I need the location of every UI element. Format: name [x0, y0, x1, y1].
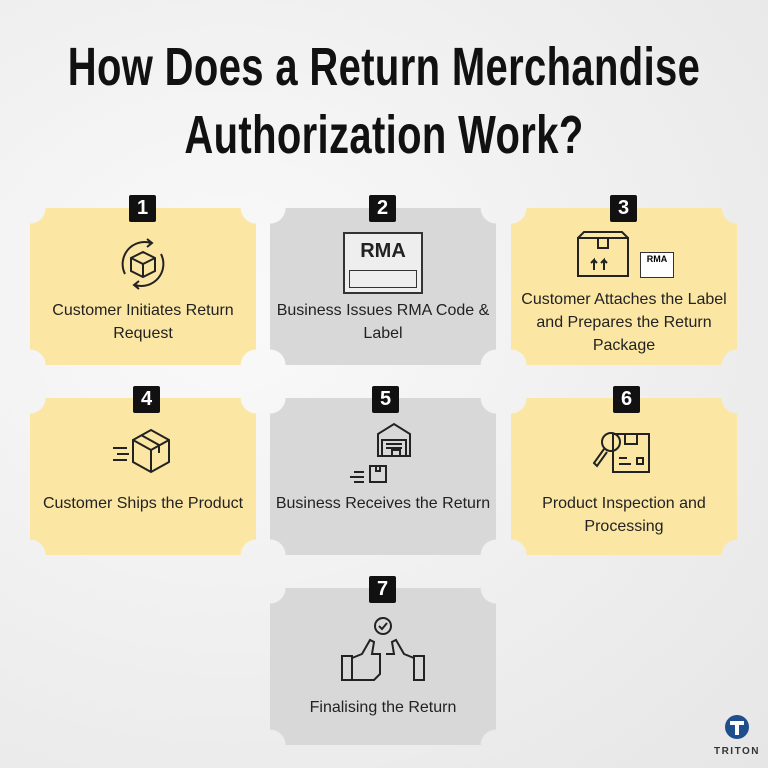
- step-5-label: Business Receives the Return: [275, 495, 491, 512]
- step-1-card: Customer Initiates Return Request: [30, 208, 256, 365]
- magnifier-box-icon: [511, 424, 737, 482]
- warehouse-icon: [270, 420, 496, 486]
- logo-text: TRITON: [713, 746, 761, 757]
- step-1-label: Customer Initiates Return Request: [52, 302, 234, 342]
- package-label-icon: RMA: [511, 230, 737, 280]
- rma-text: RMA: [360, 240, 406, 262]
- fast-shipping-box-icon: [30, 426, 256, 480]
- step-3-badge: 3: [610, 195, 637, 222]
- triton-logo: TRITON: [712, 714, 762, 757]
- title-line-2: Authorization Work?: [184, 105, 584, 165]
- step-6-label: Product Inspection and Processing: [542, 495, 706, 535]
- step-7-card: Finalising the Return: [270, 588, 496, 745]
- step-3-card: RMA Customer Attaches the Label and Prep…: [511, 208, 737, 365]
- step-4-badge: 4: [133, 386, 160, 413]
- triton-logo-mark: [725, 715, 749, 739]
- step-2-card: RMA Business Issues RMA Code & Label: [270, 208, 496, 365]
- step-7-badge: 7: [369, 576, 396, 603]
- step-2-badge: 2: [369, 195, 396, 222]
- step-3-label: Customer Attaches the Label and Prepares…: [521, 291, 727, 354]
- step-5-badge: 5: [372, 386, 399, 413]
- step-7-label: Finalising the Return: [309, 699, 457, 716]
- step-2-label: Business Issues RMA Code & Label: [276, 302, 490, 342]
- step-4-label: Customer Ships the Product: [42, 495, 244, 512]
- title-line-1: How Does a Return Merchandise: [67, 37, 701, 97]
- step-6-badge: 6: [613, 386, 640, 413]
- step-1-badge: 1: [129, 195, 156, 222]
- step-4-card: Customer Ships the Product: [30, 398, 256, 555]
- rma-label-icon: RMA: [270, 232, 496, 294]
- thumbs-up-icon: [270, 616, 496, 686]
- box-cycle-icon: [30, 234, 256, 294]
- rma-mini-label: RMA: [640, 252, 674, 278]
- step-5-card: Business Receives the Return: [270, 398, 496, 555]
- step-6-card: Product Inspection and Processing: [511, 398, 737, 555]
